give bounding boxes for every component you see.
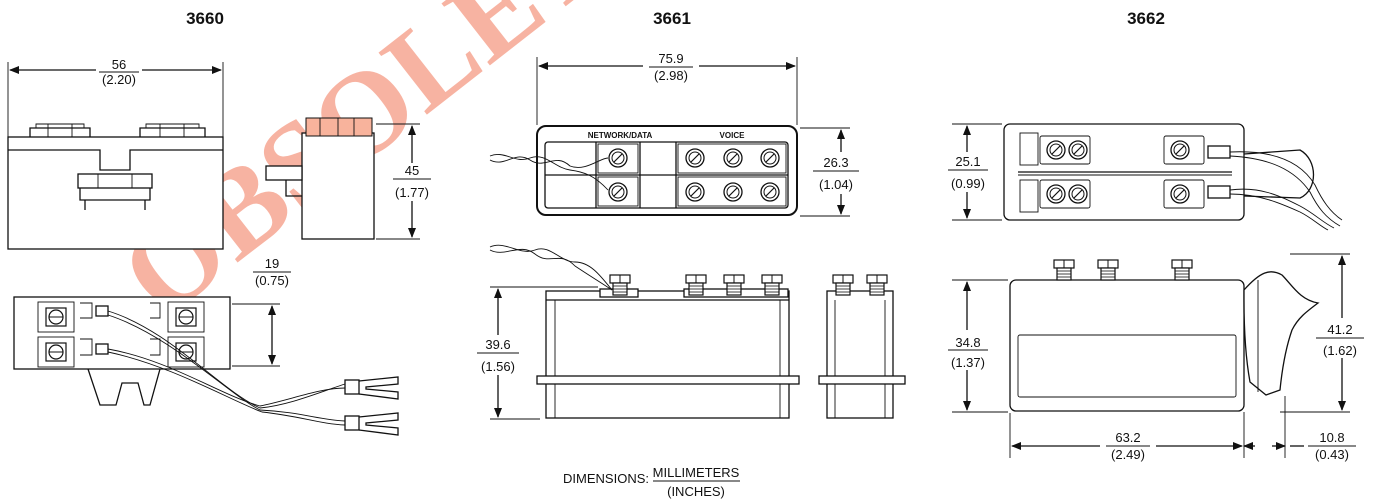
part-3661-side-view xyxy=(818,274,906,419)
dim-3661-depth-in: (1.04) xyxy=(819,177,853,192)
dim-3662-width-in: (2.49) xyxy=(1111,447,1145,462)
label-network-data: NETWORK/DATA xyxy=(588,131,653,140)
dim-3661-width-in: (2.98) xyxy=(654,68,688,83)
dim-3660-pitch-in: (0.75) xyxy=(255,273,289,288)
dim-3662-total-height-in: (1.62) xyxy=(1323,343,1357,358)
part-3661-front-view: 39.6 (1.56) xyxy=(472,244,800,420)
dim-3662-depth-in: (0.99) xyxy=(951,176,985,191)
dim-3660-height-mm: 45 xyxy=(405,163,419,178)
legend-unit-in: (INCHES) xyxy=(667,484,725,499)
dim-3662-cover-in: (0.43) xyxy=(1315,447,1349,462)
dim-3660-width-mm: 56 xyxy=(112,57,126,72)
model-title-3662: 3662 xyxy=(1127,9,1165,28)
dim-3660-height-in: (1.77) xyxy=(395,185,429,200)
dim-3662-total-height-mm: 41.2 xyxy=(1327,322,1352,337)
legend-prefix: DIMENSIONS: xyxy=(563,471,649,486)
model-title-3660: 3660 xyxy=(186,9,224,28)
legend-unit-mm: MILLIMETERS xyxy=(653,465,740,480)
dim-3661-depth-mm: 26.3 xyxy=(823,155,848,170)
model-title-3661: 3661 xyxy=(653,9,691,28)
part-3662-top-view: 25.1 (0.99) xyxy=(944,123,1343,231)
part-3662-front-view: 34.8 (1.37) 41.2 (1.62) 63.2 (2.49) 10.8… xyxy=(944,253,1368,464)
dim-3662-height-mm: 34.8 xyxy=(955,335,980,350)
part-3660-front-view: 56 (2.20) xyxy=(7,57,224,250)
part-3660-side-view: 45 (1.77) xyxy=(265,117,434,240)
dim-3662-depth-mm: 25.1 xyxy=(955,154,980,169)
dim-3662-height-in: (1.37) xyxy=(951,355,985,370)
dim-3660-width-in: (2.20) xyxy=(102,72,136,87)
dim-3660-pitch-mm: 19 xyxy=(265,256,279,271)
dimensions-legend: DIMENSIONS: MILLIMETERS (INCHES) xyxy=(563,465,740,499)
part-3660-bottom-view: 19 (0.75) xyxy=(13,256,399,436)
dim-3662-cover-mm: 10.8 xyxy=(1319,430,1344,445)
dim-3661-height-mm: 39.6 xyxy=(485,337,510,352)
label-voice: VOICE xyxy=(720,131,746,140)
dim-3662-width-mm: 63.2 xyxy=(1115,430,1140,445)
part-3661-top-view: 75.9 (2.98) NETWORK/DATA VOICE 26.3 (1.0… xyxy=(489,51,864,217)
dim-3661-height-in: (1.56) xyxy=(481,359,515,374)
dim-3661-width-mm: 75.9 xyxy=(658,51,683,66)
